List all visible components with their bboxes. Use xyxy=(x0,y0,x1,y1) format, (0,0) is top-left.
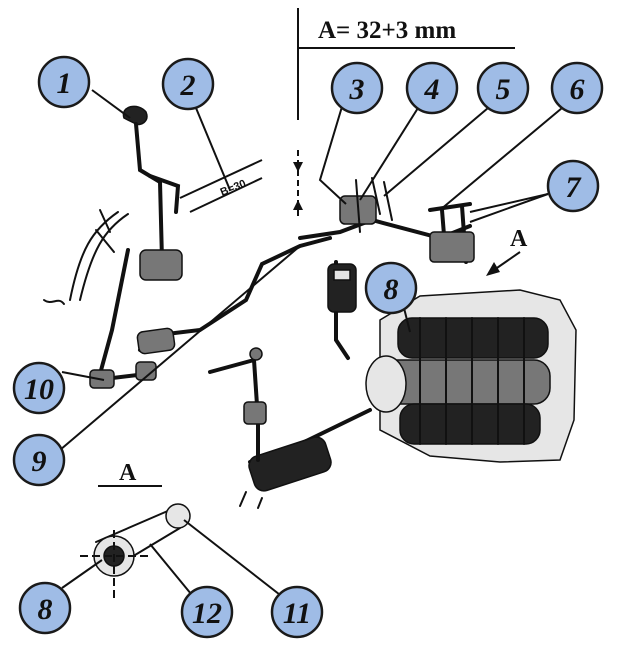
callout-4-label: 4 xyxy=(424,73,440,106)
leader-8-section xyxy=(61,559,103,589)
upper-linkage xyxy=(298,177,475,360)
lever-bracket xyxy=(148,174,181,214)
callout-3: 3 xyxy=(330,61,384,115)
callout-11: 11 xyxy=(270,585,324,639)
callout-3-label: 3 xyxy=(349,73,365,106)
callout-11-bubble xyxy=(270,585,324,639)
callout-1-bubble xyxy=(37,55,91,109)
lower-link-joint-2 xyxy=(135,361,157,381)
callout-8-section: 8 xyxy=(18,581,72,635)
dimension-b-label: B=30 xyxy=(219,178,248,199)
bracket-end xyxy=(43,299,65,305)
dimension-b-line xyxy=(189,177,263,213)
callout-10: 10 xyxy=(12,361,66,415)
callout-7-bubble xyxy=(546,159,600,213)
callout-5-bubble xyxy=(476,61,530,115)
shift-lever-assembly xyxy=(43,105,332,389)
selector-rod-top xyxy=(249,347,263,361)
callout-12: 12 xyxy=(180,585,234,639)
callout-8-section-bubble xyxy=(18,581,72,635)
dimension-a-annotation: A= 32+3 mm xyxy=(293,8,515,218)
leader-5 xyxy=(383,107,489,197)
lever-pivot-housing xyxy=(139,249,183,281)
callout-5: 5 xyxy=(476,61,530,115)
dimension-a-arrow-top xyxy=(293,162,303,172)
callout-10-label: 10 xyxy=(24,373,54,406)
callout-9: 9 xyxy=(12,433,66,487)
callout-2: 2 xyxy=(161,57,215,111)
callout-8: 8 xyxy=(364,261,418,315)
callout-7: 7 xyxy=(546,159,600,213)
section-view-label: A xyxy=(119,460,137,486)
callout-1: 1 xyxy=(37,55,91,109)
shift-knob xyxy=(122,105,148,126)
callout-8-label: 8 xyxy=(384,273,399,306)
callout-7-label: 7 xyxy=(566,171,582,204)
callout-4: 4 xyxy=(405,61,459,115)
input-bearing xyxy=(365,355,407,413)
leader-4 xyxy=(359,107,419,201)
callout-4-bubble xyxy=(405,61,459,115)
selector-rod-vertical xyxy=(98,248,130,376)
leader-3 xyxy=(318,99,347,205)
view-a-arrow-shaft xyxy=(493,251,521,271)
spline-ends xyxy=(239,491,263,509)
leader-lines xyxy=(59,89,563,601)
view-a-arrow-label: A xyxy=(510,226,528,252)
gear-teeth-lines xyxy=(419,317,525,445)
shift-lever-rod xyxy=(134,122,164,262)
callout-6-label: 6 xyxy=(570,73,585,106)
lower-gear-cluster xyxy=(399,403,541,445)
callout-9-bubble xyxy=(12,433,66,487)
leader-12 xyxy=(149,543,197,601)
section-pin xyxy=(165,503,191,529)
callout-2-bubble xyxy=(161,57,215,111)
leader-2 xyxy=(195,107,231,191)
callout-2-label: 2 xyxy=(180,69,196,102)
callout-12-bubble xyxy=(180,585,234,639)
callout-11-label: 11 xyxy=(283,597,311,630)
callout-12-label: 12 xyxy=(192,597,222,630)
section-view-a: A xyxy=(80,460,191,598)
callout-8-section-label: 8 xyxy=(38,593,53,626)
input-shaft-splines xyxy=(248,436,332,492)
leader-10 xyxy=(61,371,105,381)
callout-1-label: 1 xyxy=(57,67,72,100)
linkage-pins xyxy=(355,177,393,233)
leader-1 xyxy=(91,89,131,119)
cable-clamp xyxy=(136,327,176,355)
adjuster-ring xyxy=(333,269,351,281)
callout-3-bubble xyxy=(330,61,384,115)
leader-11 xyxy=(183,519,285,599)
callout-5-label: 5 xyxy=(496,73,511,106)
bracket-fasteners xyxy=(95,209,115,253)
mount-bracket xyxy=(69,211,129,301)
callout-6: 6 xyxy=(550,61,604,115)
callout-10-bubble xyxy=(12,361,66,415)
dimension-b-line-2 xyxy=(179,159,263,199)
view-a-arrow: A xyxy=(486,226,528,276)
leader-9 xyxy=(59,245,301,451)
leader-6 xyxy=(439,107,563,211)
gearbox-body xyxy=(208,289,577,509)
leader-7 xyxy=(469,193,549,223)
fork-bracket xyxy=(429,231,475,263)
selector-rod-collar xyxy=(243,401,267,425)
leader-8 xyxy=(403,307,411,333)
view-a-arrowhead xyxy=(486,262,500,276)
callout-9-label: 9 xyxy=(32,445,47,478)
dimension-a-label: A= 32+3 mm xyxy=(318,17,456,44)
callout-6-bubble xyxy=(550,61,604,115)
dimension-a-arrow-bottom xyxy=(293,200,303,210)
callout-8-bubble xyxy=(364,261,418,315)
